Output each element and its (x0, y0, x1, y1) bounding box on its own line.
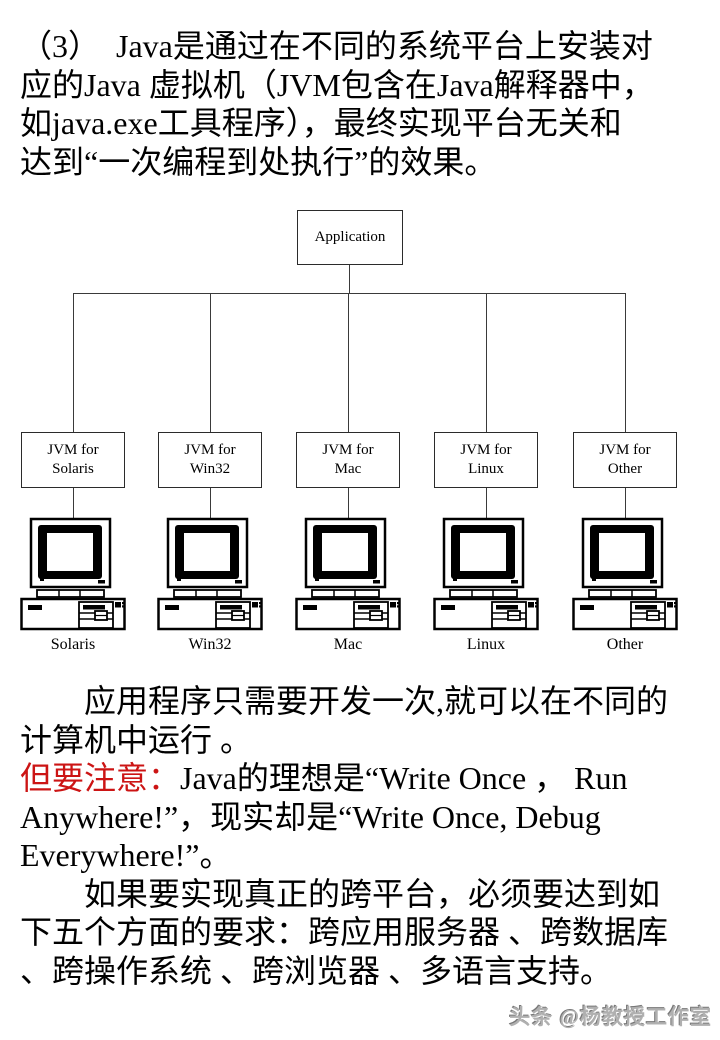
application-label: Application (314, 229, 386, 245)
connector-drop (625, 294, 626, 432)
intro-paragraph: （3） Java是通过在不同的系统平台上安装对 应的Java 虚拟机（JVM包含… (20, 27, 718, 181)
platform-label-linux: Linux (466, 636, 506, 653)
desktop-computer-icon (433, 517, 539, 631)
jvm-label: Other (607, 461, 643, 477)
connector-drop (486, 294, 487, 432)
desktop-computer-icon (295, 517, 401, 631)
text-line: （3） Java是通过在不同的系统平台上安装对 (20, 28, 653, 64)
platform-label-mac: Mac (333, 636, 363, 653)
connector-bus (73, 293, 626, 294)
platform-label-win32: Win32 (188, 636, 232, 653)
text-line: 但要注意：Java的理想是“Write Once ， Run (20, 760, 628, 796)
text-line: 如果要实现真正的跨平台，必须要达到如 (20, 875, 661, 912)
jvm-label: JVM for (184, 442, 236, 458)
text-line: 计算机中运行 。 (20, 721, 253, 758)
text-line: 、跨操作系统 、跨浏览器 、多语言支持。 (20, 952, 613, 989)
connector-drop (210, 294, 211, 432)
emphasis-red-text: 但要注意： (20, 760, 181, 796)
body-paragraph: 应用程序只需要开发一次,就可以在不同的 计算机中运行 。 但要注意：Java的理… (20, 682, 718, 990)
jvm-label: Mac (334, 461, 362, 477)
application-node: Application (297, 210, 403, 265)
jvm-label: JVM for (460, 442, 512, 458)
connector-box-pc (210, 488, 211, 521)
text-line: 下五个方面的要求：跨应用服务器 、跨数据库 (20, 914, 669, 950)
desktop-computer-icon (572, 517, 678, 631)
desktop-computer-icon (157, 517, 263, 631)
text-line: 应的Java 虚拟机（JVM包含在Java解释器中， (20, 66, 654, 103)
text-line: Anywhere!”，现实却是“Write Once, Debug (20, 798, 601, 835)
desktop-computer-icon (20, 517, 126, 631)
jvm-label: JVM for (322, 442, 374, 458)
jvm-label: Linux (468, 461, 504, 477)
connector-box-pc (625, 488, 626, 521)
jvm-node-other: JVM for Other (573, 432, 677, 488)
connector-box-pc (486, 488, 487, 521)
jvm-node-solaris: JVM for Solaris (21, 432, 125, 488)
text-line: 达到“一次编程到处执行”的效果。 (20, 143, 497, 180)
platform-label-other: Other (606, 636, 644, 653)
connector-app-drop (349, 265, 350, 294)
jvm-label: Win32 (189, 461, 231, 477)
connector-drop (73, 294, 74, 432)
connector-drop (348, 294, 349, 432)
connector-box-pc (348, 488, 349, 521)
watermark: 头条 @杨教授工作室 (509, 1005, 712, 1029)
jvm-node-linux: JVM for Linux (434, 432, 538, 488)
jvm-label: JVM for (47, 442, 99, 458)
text-line: Everywhere!”。 (20, 837, 232, 873)
connector-box-pc (73, 488, 74, 521)
platform-label-solaris: Solaris (50, 636, 96, 653)
jvm-node-mac: JVM for Mac (296, 432, 400, 488)
jvm-node-win32: JVM for Win32 (158, 432, 262, 488)
jvm-label: JVM for (599, 442, 651, 458)
text-line: 应用程序只需要开发一次,就可以在不同的 (20, 683, 669, 719)
jvm-label: Solaris (52, 461, 94, 477)
text-line: 如java.exe工具程序），最终实现平台无关和 (20, 105, 622, 141)
